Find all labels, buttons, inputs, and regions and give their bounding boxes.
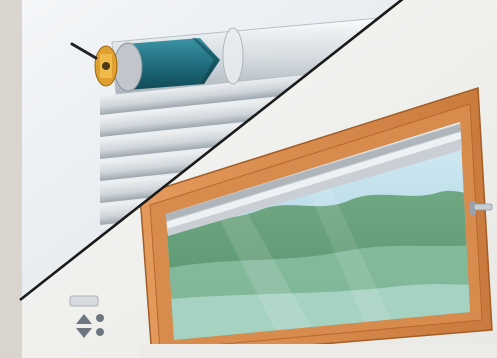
window-sill bbox=[140, 344, 497, 358]
stop-button-icon bbox=[96, 314, 104, 322]
motor-end-cap bbox=[95, 46, 117, 86]
